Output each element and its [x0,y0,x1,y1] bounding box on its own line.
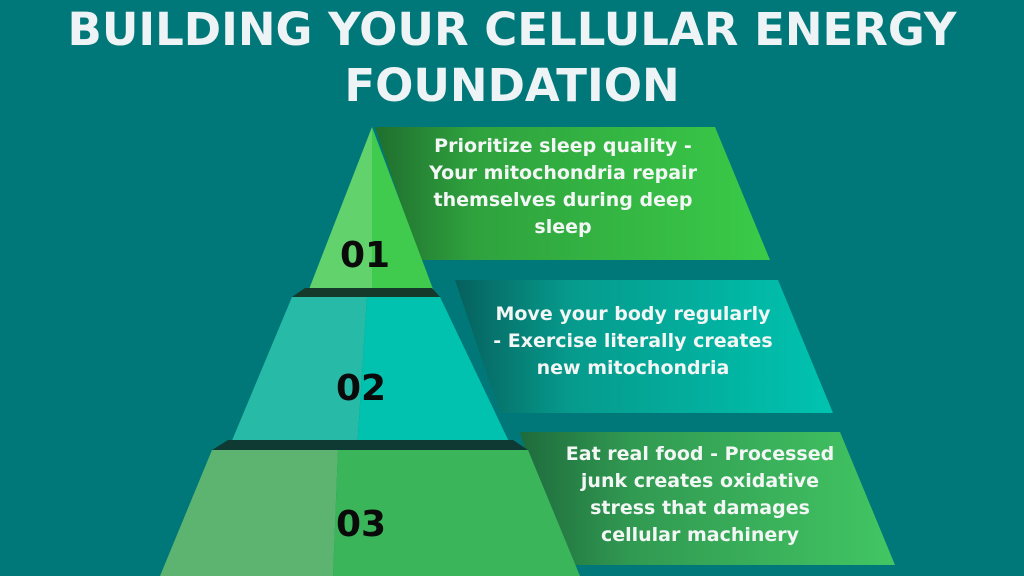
tier-1-banner [375,127,770,260]
tier-3-number: 03 [336,504,387,545]
tier-3-banner [520,432,895,565]
page-title: BUILDING YOUR CELLULAR ENERGY FOUNDATION [0,2,1024,114]
tier-3-description: Eat real food - Processed junk creates o… [565,443,835,546]
tier-2-description: Move your body regularly - Exercise lite… [493,303,773,379]
tier-1-description: Prioritize sleep quality - Your mitochon… [429,135,697,238]
tier-2-banner [455,280,833,413]
tier-2-number: 02 [336,368,387,409]
tier-1-number: 01 [340,235,391,276]
title-line-1: BUILDING YOUR CELLULAR ENERGY [67,3,957,56]
title-line-2: FOUNDATION [344,59,680,112]
